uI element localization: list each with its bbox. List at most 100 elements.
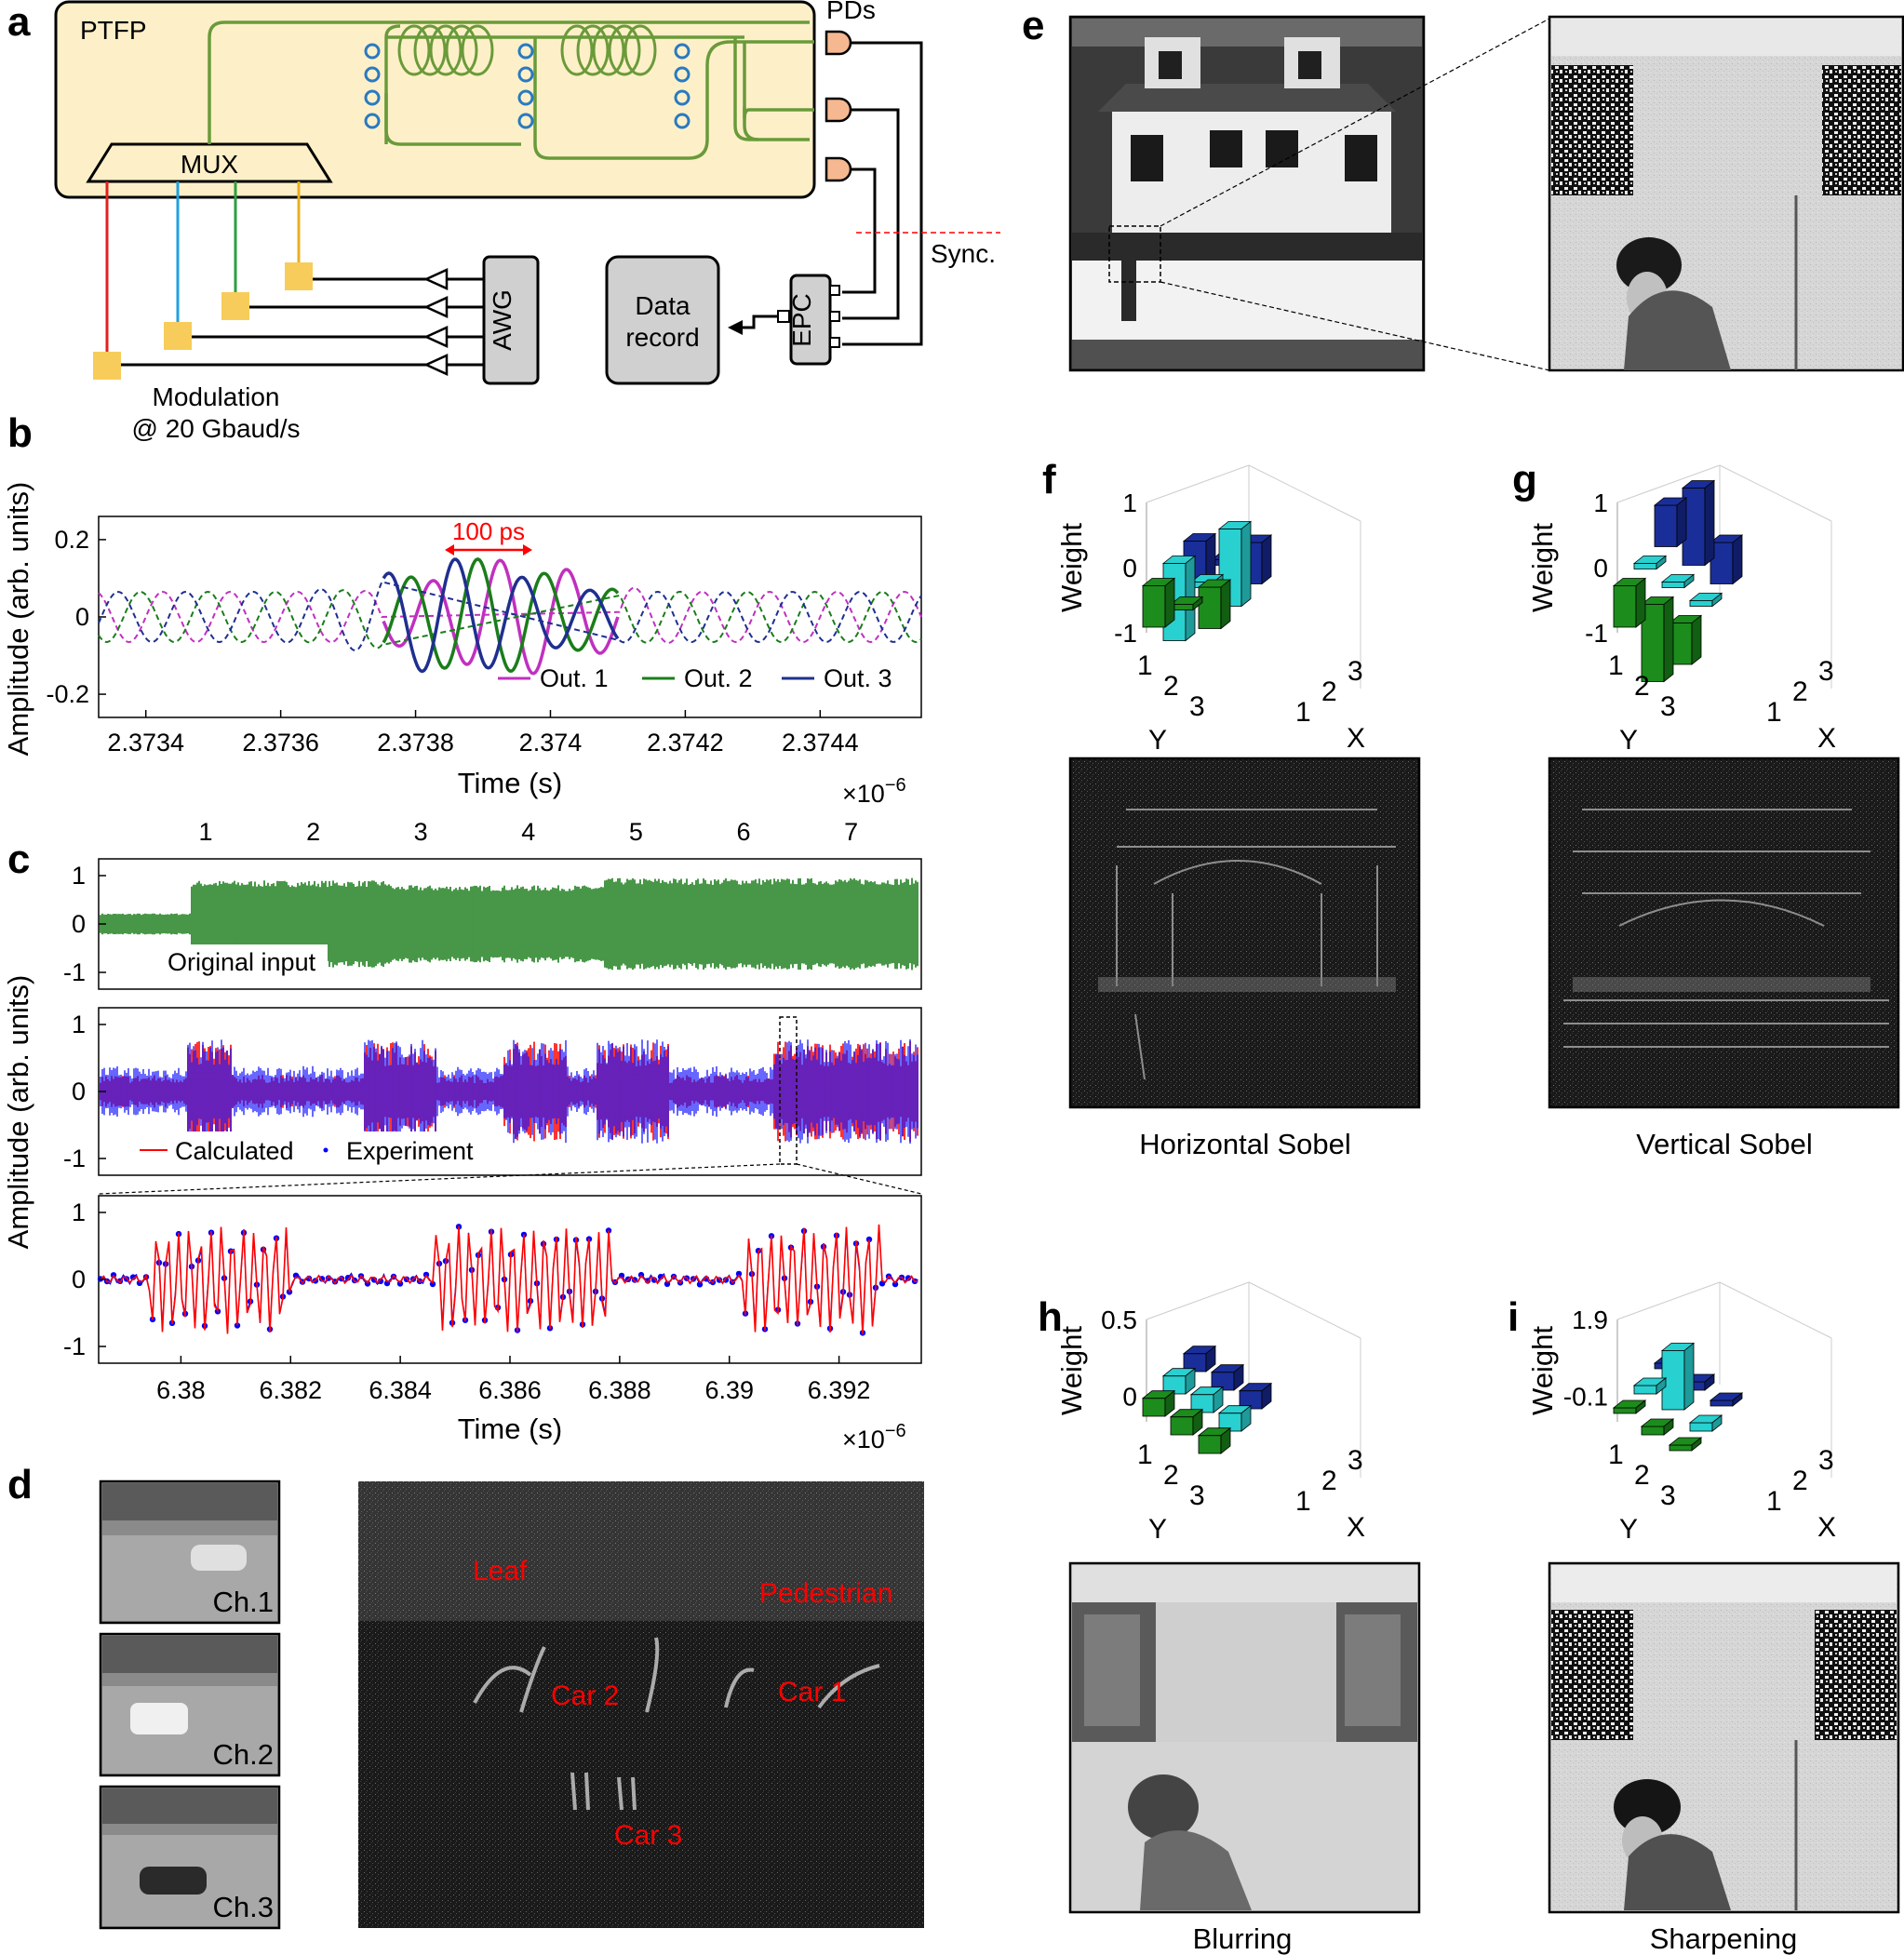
blurring-image-group: Blurring: [1068, 1561, 1421, 1955]
kernel-bar: [1142, 1398, 1166, 1417]
zoom-region-box: [1108, 225, 1161, 283]
y-axis-tick: 3: [1189, 1480, 1205, 1511]
channel-label-1: Ch.1: [213, 1586, 274, 1618]
z-tick-label: 0: [1122, 1383, 1137, 1412]
y-axis-tick: 2: [1634, 671, 1650, 702]
y-tick-label: -1: [63, 1145, 86, 1172]
x-axis-tick: 2: [1321, 1466, 1337, 1496]
panel-label-d: d: [7, 1462, 33, 1507]
kernel-bar-side: [1261, 1382, 1272, 1410]
top-tick-label: 1: [198, 818, 212, 846]
x-axis-tick: 3: [1818, 656, 1834, 687]
label-car-1: Car 1: [778, 1677, 846, 1707]
kernel-bar-side: [1192, 596, 1203, 611]
panel-label-h: h: [1038, 1294, 1063, 1340]
kernel-bar-side: [1213, 1386, 1224, 1413]
y-tick-label: 0: [72, 1078, 86, 1105]
z-tick-label: -1: [1585, 619, 1608, 648]
chart-c-exponent: ×10−6: [842, 1421, 906, 1453]
panel-d: Ch.1 Ch.2 Ch.3 Leaf Pedestrian Car 2: [99, 1480, 924, 1930]
panel-label-e: e: [1022, 3, 1044, 48]
car-detection-image: [358, 1481, 924, 1928]
label-car-3: Car 3: [614, 1820, 682, 1851]
x-tick-label: 2.374: [519, 729, 583, 757]
modulator-square-icon: [93, 262, 313, 380]
panel-label-f: f: [1042, 457, 1056, 502]
x-axis-tick: 1: [1295, 697, 1311, 728]
series-3-line: [382, 557, 620, 674]
kernel-bar: [1142, 585, 1166, 628]
kernel-bar-side: [1676, 497, 1687, 548]
kernel-bar-side: [1635, 1399, 1646, 1414]
zoom-signal: [97, 1224, 918, 1336]
sharpening-image-group: Sharpening: [1548, 1561, 1900, 1955]
kernel-bar: [1170, 1416, 1194, 1436]
kernel-bar: [1641, 1426, 1665, 1436]
data-record-label-2: record: [625, 323, 699, 352]
kernel-bar-side: [1164, 577, 1175, 628]
caption-sharpening: Sharpening: [1650, 1922, 1798, 1955]
chart-c-ylabel: Amplitude (arb. units): [2, 975, 34, 1250]
top-tick-label: 3: [414, 818, 428, 846]
x-axis-tick: 2: [1792, 676, 1808, 707]
chart-b-exponent: ×10−6: [842, 775, 906, 808]
series-2-line: [382, 557, 620, 673]
top-tick-label: 4: [521, 818, 535, 846]
x-tick-label: 6.38: [156, 1376, 206, 1404]
kernel-bar-side: [1261, 534, 1272, 585]
x-axis-label: X: [1347, 1512, 1365, 1543]
x-tick-label: 2.3734: [107, 729, 184, 757]
panel-label-i: i: [1508, 1294, 1519, 1340]
z-axis-label: Weight: [1526, 1326, 1559, 1415]
x-tick-label: 6.382: [259, 1376, 322, 1404]
y-axis-label: Y: [1148, 1514, 1167, 1545]
kernel-bar: [1633, 1385, 1657, 1395]
axis-line: [1248, 1281, 1361, 1339]
y-axis-tick: 3: [1189, 691, 1205, 722]
chart-b-legend: Out. 1 Out. 2 Out. 3: [498, 664, 892, 692]
z-tick-label: 0: [1593, 554, 1608, 582]
x-axis-tick: 2: [1321, 676, 1337, 707]
car-outlines: [473, 1637, 880, 1811]
x-axis-label: X: [1347, 723, 1365, 754]
y-tick-label: -1: [63, 1332, 86, 1360]
chart-b-frame: [98, 516, 922, 718]
kernel-bar-side: [1704, 479, 1715, 567]
y-axis-label: Y: [1619, 1514, 1638, 1545]
kernel-bar-side: [1691, 614, 1702, 665]
x-tick-label: 6.388: [588, 1376, 651, 1404]
pds-label: PDs: [826, 0, 876, 24]
z-tick-label: 1.9: [1572, 1306, 1608, 1334]
y-axis-tick: 3: [1660, 1480, 1676, 1511]
awg-outputs: [121, 277, 484, 367]
y-axis-tick: 2: [1634, 1460, 1650, 1491]
spiral-delay-icon: [397, 24, 657, 76]
kernel-bar-side: [1656, 1377, 1667, 1395]
pd-wires: [842, 41, 923, 346]
axis-line: [1248, 464, 1361, 522]
kernel-bar-side: [1233, 1363, 1244, 1391]
kernel-bar-side: [1192, 1408, 1203, 1436]
axis-line: [1616, 1281, 1721, 1320]
original-input-box: [149, 944, 328, 982]
legend-experiment: Experiment: [346, 1137, 474, 1165]
x-tick-label: 2.3742: [647, 729, 724, 757]
chart-b-xlabel: Time (s): [458, 767, 563, 799]
y-axis-label: Y: [1148, 725, 1167, 756]
legend-swatch-experiment: [323, 1147, 329, 1153]
kernel-bar-side: [1663, 1418, 1674, 1436]
data-record-label-1: Data: [635, 291, 691, 320]
x-tick-label: 6.386: [478, 1376, 542, 1404]
panel-label-c: c: [7, 837, 30, 882]
vertical-sobel-image: [1548, 757, 1900, 1109]
z-axis-label: Weight: [1526, 523, 1559, 612]
epc-label: EPC: [787, 293, 816, 347]
kernel-bar-side: [1711, 592, 1723, 608]
